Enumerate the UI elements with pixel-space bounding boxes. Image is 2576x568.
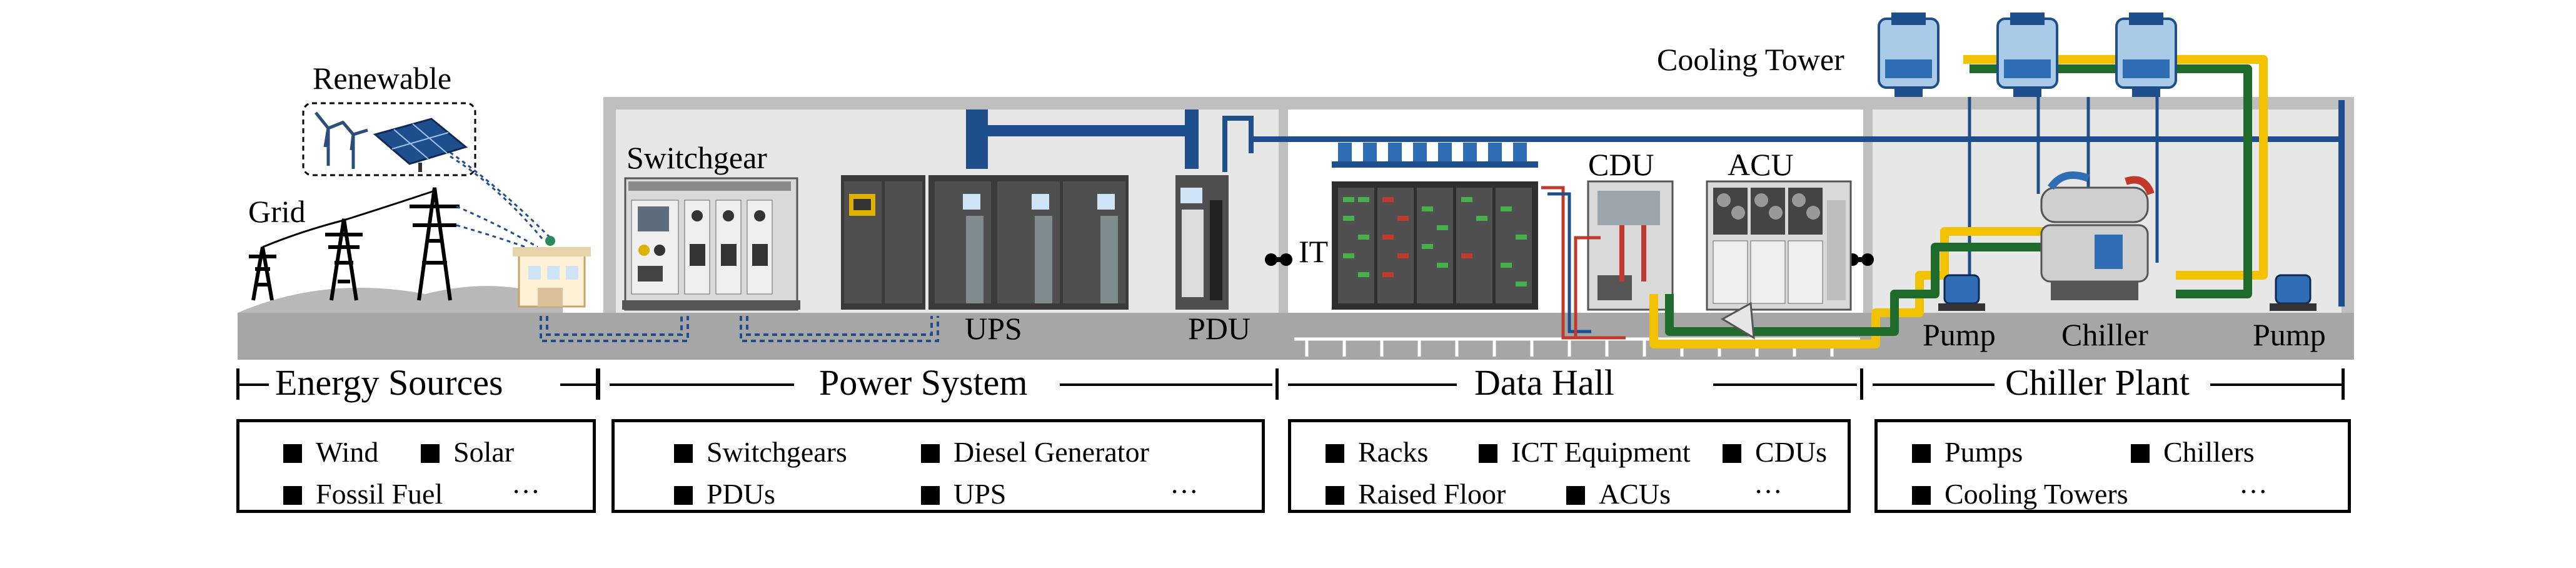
wind-turbine-icon <box>314 111 368 169</box>
list-item: PDUs <box>674 480 775 509</box>
ground-strip <box>238 313 2354 360</box>
list-item: Pumps <box>1912 438 2023 467</box>
acu-icon <box>1706 180 1852 311</box>
server-racks-icon <box>1332 181 1538 310</box>
section-energy-sources: Energy Sources <box>236 365 600 402</box>
chiller-water-pipes <box>1649 55 2268 348</box>
power-busbar <box>966 100 2345 307</box>
switchgear-label: Switchgear <box>626 140 767 175</box>
list-item: Wind <box>283 438 378 467</box>
ups-cabinet-icon <box>928 175 1129 310</box>
valve-icon <box>1721 302 1755 340</box>
section-title: Energy Sources <box>275 362 503 403</box>
list-ellipsis: ··· <box>1754 475 1783 507</box>
list-item: Cooling Towers <box>1912 480 2128 509</box>
section-title: Power System <box>819 362 1028 403</box>
renewable-label: Renewable <box>313 61 452 96</box>
cooling-tower-icon <box>1878 13 2177 97</box>
list-item: Racks <box>1326 438 1428 467</box>
list-item: Switchgears <box>674 438 847 467</box>
list-item: Chillers <box>2131 438 2255 467</box>
list-item: ICT Equipment <box>1479 438 1691 467</box>
list-item: Fossil Fuel <box>283 480 443 509</box>
transmission-lines <box>437 143 551 251</box>
renewable-box <box>302 102 476 176</box>
pdu-label: PDU <box>1188 311 1251 346</box>
list-item: Solar <box>421 438 514 467</box>
energy-sources-box: Wind Solar Fossil Fuel ··· <box>236 419 596 513</box>
overhead-cooling-icon <box>1332 143 1538 168</box>
section-power-system: Power System <box>597 365 1279 402</box>
section-data-hall: Data Hall <box>1275 365 1863 402</box>
power-pylon-icon <box>249 187 460 301</box>
list-item: Raised Floor <box>1326 480 1506 509</box>
list-item: CDUs <box>1723 438 1827 467</box>
list-ellipsis: ··· <box>511 475 540 507</box>
ups-label: UPS <box>965 311 1022 346</box>
liquid-cooling-lines <box>1541 186 1626 340</box>
cdu-label: CDU <box>1588 147 1654 182</box>
list-item: Diesel Generator <box>921 438 1149 467</box>
pdu-icon <box>1175 175 1229 310</box>
grid-label: Grid <box>248 194 306 229</box>
pump-right-label: Pump <box>2253 317 2326 352</box>
section-chiller-plant: Chiller Plant <box>1860 365 2354 402</box>
list-item: UPS <box>921 480 1006 509</box>
section-title: Chiller Plant <box>2005 362 2190 403</box>
data-hall-box: Racks ICT Equipment CDUs Raised Floor AC… <box>1288 419 1851 513</box>
chiller-icon <box>2040 171 2155 300</box>
substation-icon <box>513 236 591 308</box>
chiller-label: Chiller <box>2061 317 2148 352</box>
switchgear-icon <box>622 177 800 311</box>
list-item: ACUs <box>1566 480 1671 509</box>
chiller-plant-box: Pumps Chillers Cooling Towers ··· <box>1874 419 2351 513</box>
cdu-icon <box>1587 180 1674 311</box>
acu-label: ACU <box>1728 147 1794 182</box>
it-label: IT <box>1299 234 1329 269</box>
hills <box>238 286 563 313</box>
pump-icon <box>1938 274 2317 311</box>
pump-left-label: Pump <box>1923 317 1996 352</box>
underground-cables <box>540 316 939 342</box>
list-ellipsis: ··· <box>2239 475 2268 507</box>
section-title: Data Hall <box>1474 362 1614 403</box>
diesel-generator-icon <box>841 175 925 310</box>
cooling-tower-label: Cooling Tower <box>1657 42 1844 77</box>
power-system-box: Switchgears Diesel Generator PDUs UPS ··… <box>611 419 1265 513</box>
solar-panel-icon <box>373 118 468 172</box>
list-ellipsis: ··· <box>1170 475 1199 507</box>
